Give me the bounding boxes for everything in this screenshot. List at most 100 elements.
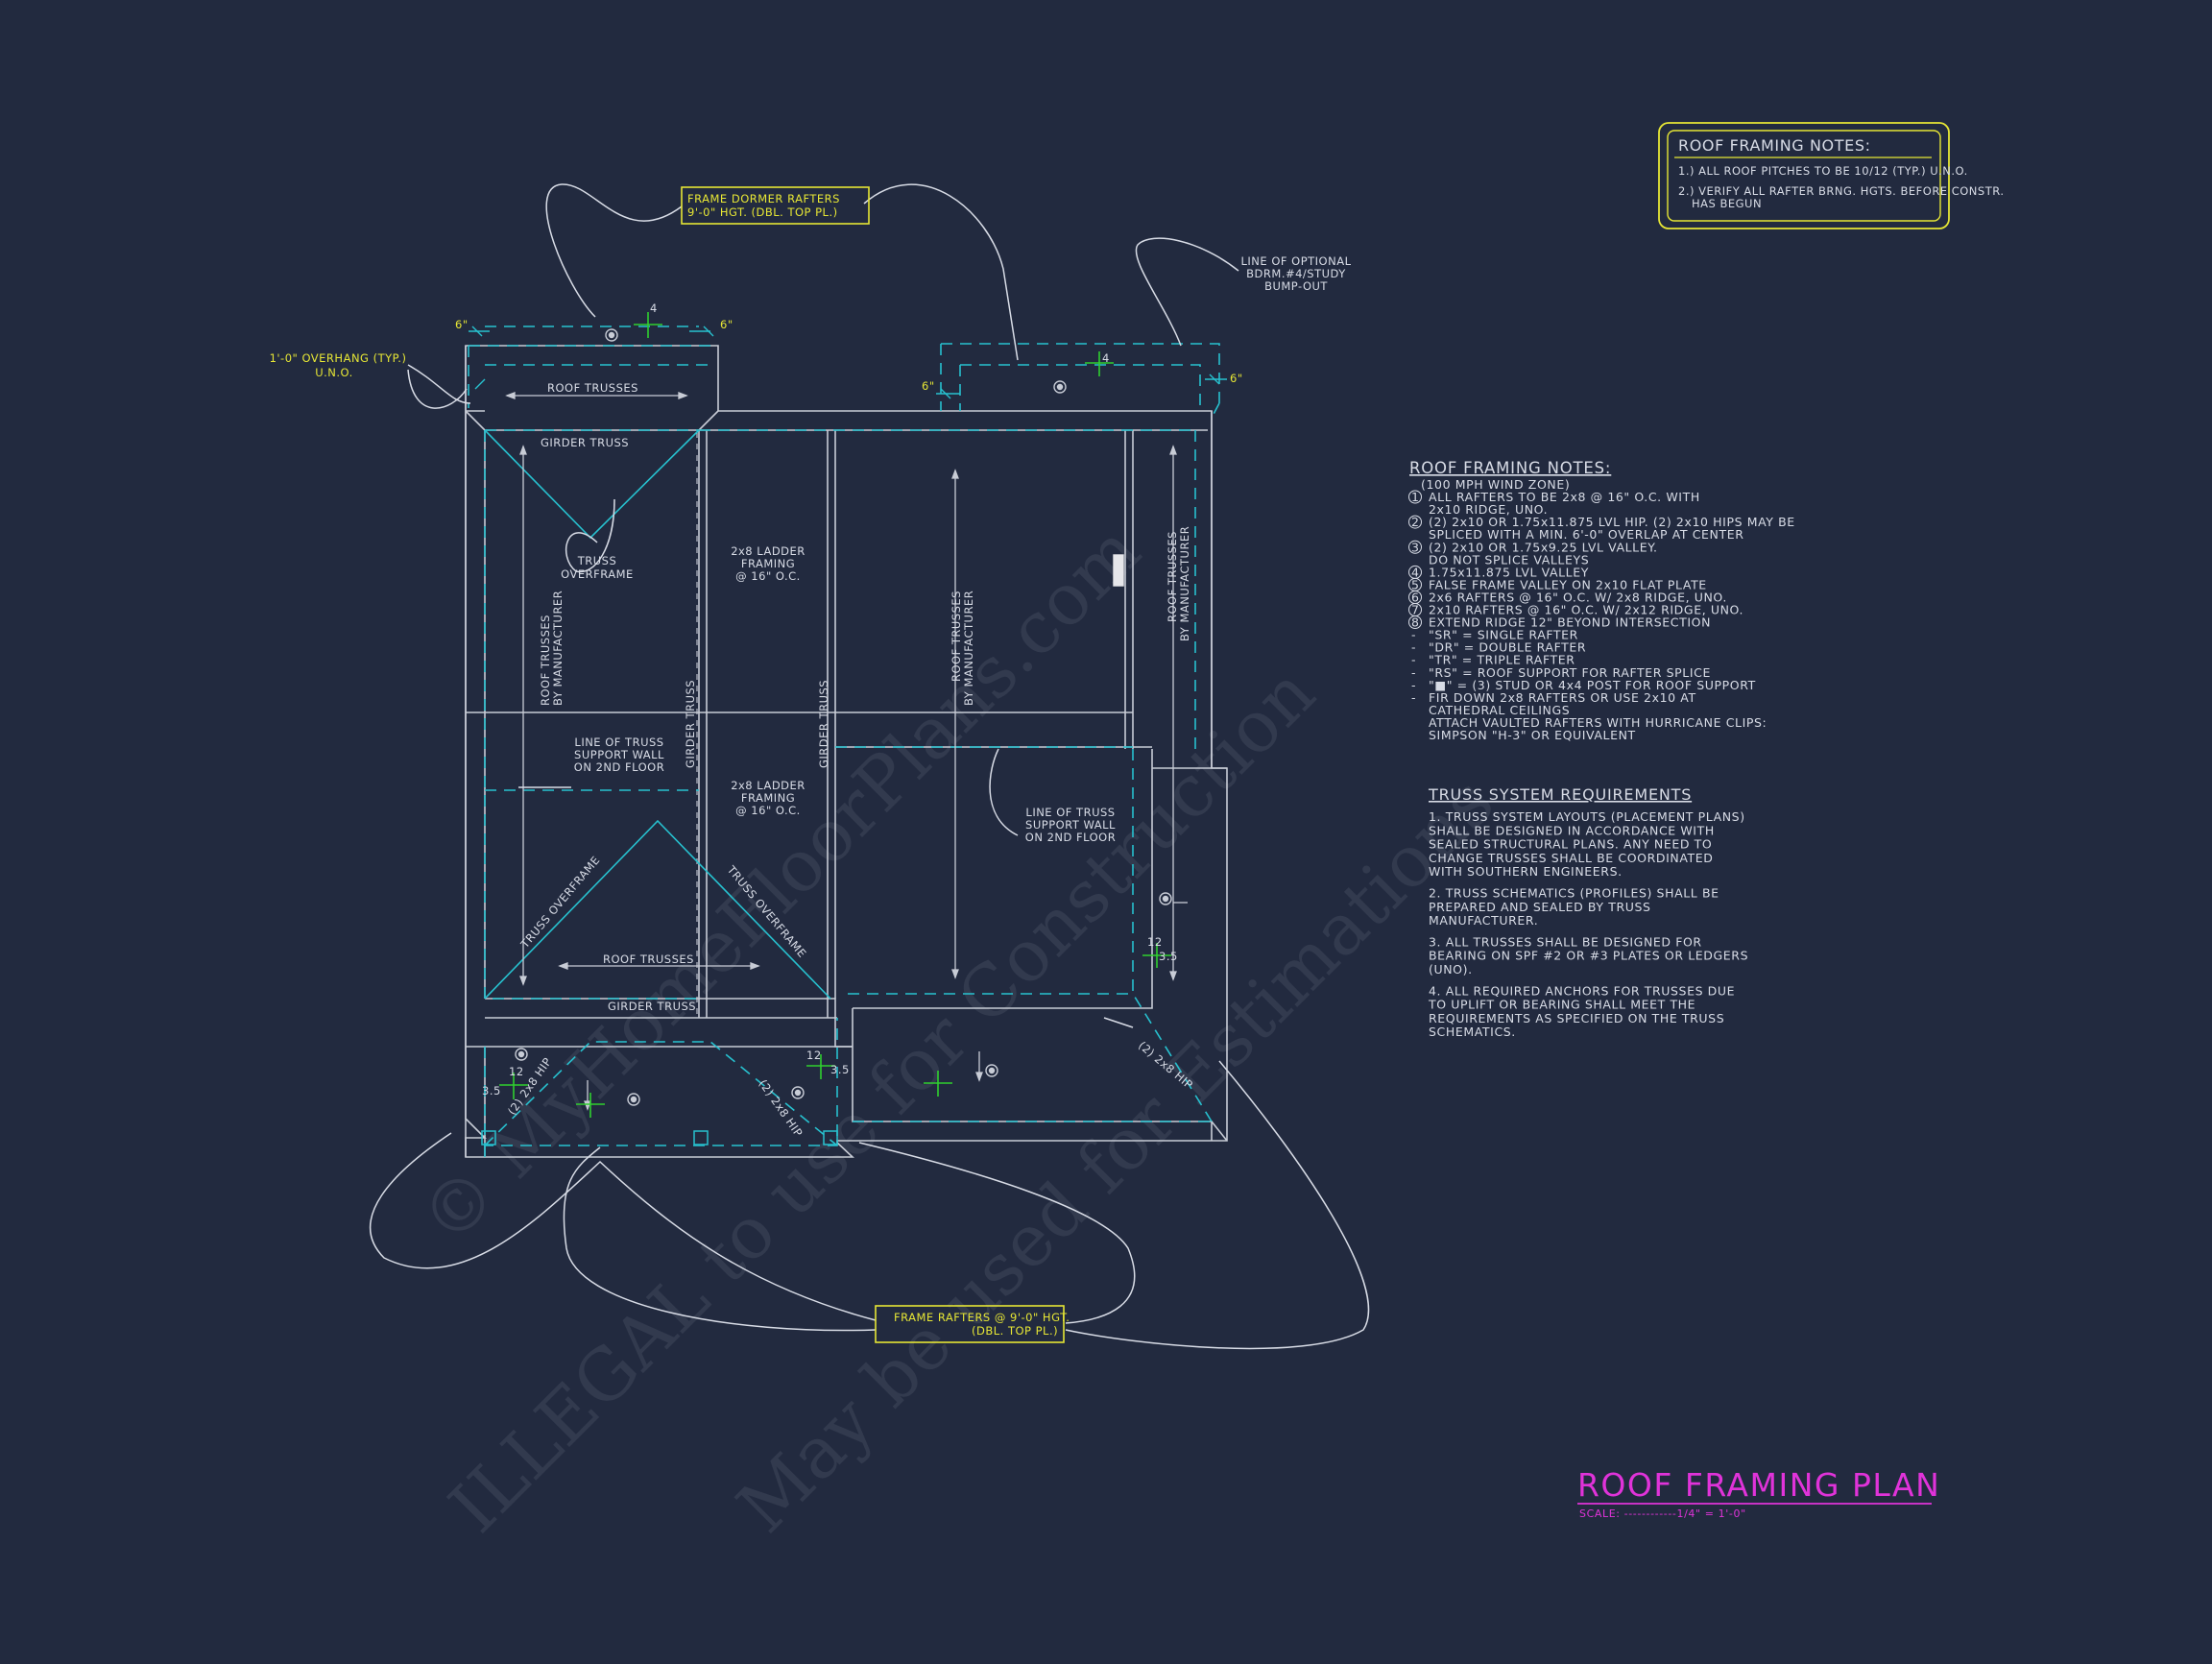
callout-dormer-line-2: 9'-0" HGT. (DBL. TOP PL.) (687, 205, 838, 219)
roof-note-marker: - (1411, 665, 1416, 680)
roof-note-marker: 3 (1411, 540, 1420, 554)
truss-req-line: 4. ALL REQUIRED ANCHORS FOR TRUSSES DUE (1429, 983, 1735, 998)
label-support-r1: LINE OF TRUSS (1025, 806, 1115, 819)
roof-note-line: (2) 2x10 OR 1.75x9.25 LVL VALLEY. (1429, 540, 1658, 554)
truss-requirements: TRUSS SYSTEM REQUIREMENTS 1. TRUSS SYSTE… (1428, 785, 1748, 1039)
truss-req-line: WITH SOUTHERN ENGINEERS. (1429, 864, 1623, 879)
truss-req-line: MANUFACTURER. (1429, 913, 1538, 928)
roof-note-line: "RS" = ROOF SUPPORT FOR RAFTER SPLICE (1429, 665, 1711, 680)
roof-note-marker: 8 (1411, 615, 1420, 630)
truss-req-line: 3. ALL TRUSSES SHALL BE DESIGNED FOR (1429, 934, 1702, 949)
roof-note-line: SPLICED WITH A MIN. 6'-0" OVERLAP AT CEN… (1429, 527, 1744, 542)
roof-note-line: ATTACH VAULTED RAFTERS WITH HURRICANE CL… (1429, 715, 1767, 730)
callout-optional-line-2: BDRM.#4/STUDY (1246, 267, 1346, 280)
label-roof-trusses-bottom: ROOF TRUSSES (603, 953, 694, 966)
roof-note-line: 2x10 RIDGE, UNO. (1429, 502, 1548, 517)
callout-optional-line-3: BUMP-OUT (1264, 279, 1328, 293)
pitch-symbols (499, 312, 1171, 1118)
notes-box-item-1: 1.) ALL ROOF PITCHES TO BE 10/12 (TYP.) … (1678, 164, 1968, 178)
roof-note-marker: 6 (1411, 591, 1420, 605)
roof-note-marker: - (1411, 678, 1416, 692)
roof-note-marker: - (1411, 628, 1416, 642)
pitch-label-35b: 3.5 (482, 1084, 501, 1097)
dim-6-b: 6" (720, 318, 733, 331)
callout-optional-bumpout: LINE OF OPTIONAL BDRM.#4/STUDY BUMP-OUT (1241, 254, 1352, 293)
label-ladder-b2: FRAMING (741, 791, 795, 805)
roof-note-line: 2x6 RAFTERS @ 16" O.C. W/ 2x8 RIDGE, UNO… (1429, 591, 1727, 605)
label-ladder-2: FRAMING (741, 557, 795, 570)
roof-framing-notes: ROOF FRAMING NOTES: (100 MPH WIND ZONE)A… (1408, 459, 1795, 742)
truss-req-line: TO UPLIFT OR BEARING SHALL MEET THE (1428, 998, 1695, 1012)
roof-note-line: 1.75x11.875 LVL VALLEY (1429, 565, 1589, 579)
callout-frame-line-1: FRAME RAFTERS @ 9'-0" HGT. (894, 1311, 1070, 1324)
label-support-2: SUPPORT WALL (574, 748, 664, 761)
roof-note-marker: 2 (1411, 515, 1420, 529)
label-support-r3: ON 2ND FLOOR (1025, 831, 1116, 844)
roof-note-line: "DR" = DOUBLE RAFTER (1429, 640, 1586, 655)
label-by-manufacturer-right: BY MANUFACTURER (1178, 526, 1191, 641)
roof-note-marker-circle (1408, 540, 1422, 554)
roof-note-marker: - (1411, 640, 1416, 655)
roof-note-marker: 5 (1411, 577, 1420, 591)
label-ladder-b1: 2x8 LADDER (731, 779, 805, 792)
bottom-hips (484, 1041, 838, 1146)
callout-dormer-line-1: FRAME DORMER RAFTERS (687, 192, 840, 205)
dim-6-a: 6" (455, 318, 469, 331)
roof-note-line: ALL RAFTERS TO BE 2x8 @ 16" O.C. WITH (1429, 490, 1700, 504)
roof-note-marker-circle (1408, 490, 1422, 504)
notes-box-item-3: HAS BEGUN (1692, 197, 1762, 210)
plan-title-block: ROOF FRAMING PLAN SCALE: ------------1/4… (1577, 1466, 1939, 1520)
pitch-label-35: 3.5 (1159, 950, 1178, 963)
truss-req-line: 2. TRUSS SCHEMATICS (PROFILES) SHALL BE (1429, 886, 1719, 901)
label-girder-truss-v2: GIRDER TRUSS (817, 680, 830, 768)
callout-dormer: FRAME DORMER RAFTERS 9'-0" HGT. (DBL. TO… (681, 186, 870, 225)
label-overframe-2: OVERFRAME (561, 567, 634, 581)
pitch-label-35c: 3.5 (830, 1063, 850, 1076)
label-roof-trusses-center: ROOF TRUSSES (950, 591, 963, 682)
roof-note-line: FIR DOWN 2x8 RAFTERS OR USE 2x10 AT (1429, 690, 1696, 705)
notes-box-item-2: 2.) VERIFY ALL RAFTER BRNG. HGTS. BEFORE… (1678, 184, 2004, 198)
label-by-manufacturer-left: BY MANUFACTURER (551, 591, 565, 706)
label-roof-trusses-left: ROOF TRUSSES (539, 615, 552, 706)
pitch-label-12: 12 (1147, 935, 1163, 949)
roof-note-line: CATHEDRAL CEILINGS (1429, 703, 1570, 717)
label-girder-truss-bottom: GIRDER TRUSS (608, 1000, 696, 1013)
truss-req-line: SEALED STRUCTURAL PLANS. ANY NEED TO (1429, 837, 1712, 852)
truss-req-line: 1. TRUSS SYSTEM LAYOUTS (PLACEMENT PLANS… (1429, 809, 1745, 824)
roof-note-line: DO NOT SPLICE VALLEYS (1429, 552, 1589, 567)
roof-note-line: (100 MPH WIND ZONE) (1421, 477, 1570, 492)
truss-req-line: SCHEMATICS. (1429, 1025, 1516, 1039)
support-posts (481, 1130, 838, 1146)
span-arrows (505, 392, 1188, 1111)
label-roof-trusses-right: ROOF TRUSSES (1166, 531, 1179, 622)
label-support-3: ON 2ND FLOOR (574, 760, 664, 774)
pitch-label-4b: 4 (1102, 351, 1110, 365)
callout-overhang: 1'-0" OVERHANG (TYP.) U.N.O. (270, 351, 407, 379)
roof-notes-list: (100 MPH WIND ZONE)ALL RAFTERS TO BE 2x8… (1421, 477, 1795, 742)
label-support-1: LINE OF TRUSS (574, 736, 663, 749)
label-roof-trusses-top: ROOF TRUSSES (547, 381, 638, 395)
truss-req-line: SHALL BE DESIGNED IN ACCORDANCE WITH (1429, 823, 1715, 837)
leader-curves (369, 183, 1370, 1350)
label-ladder-1: 2x8 LADDER (731, 544, 805, 558)
label-girder-truss-top: GIRDER TRUSS (541, 436, 629, 449)
truss-req-heading: TRUSS SYSTEM REQUIREMENTS (1428, 785, 1692, 804)
label-truss-overframe-left: TRUSS OVERFRAME (517, 854, 603, 952)
roof-note-line: (2) 2x10 OR 1.75x11.875 LVL HIP. (2) 2x1… (1429, 515, 1795, 529)
roof-note-marker: 4 (1411, 565, 1420, 579)
callout-overhang-line-1: 1'-0" OVERHANG (TYP.) (270, 351, 407, 365)
label-ladder-3: @ 16" O.C. (735, 569, 801, 583)
pitch-label-4: 4 (650, 301, 658, 315)
roof-note-line: "SR" = SINGLE RAFTER (1429, 628, 1578, 642)
notes-box: ROOF FRAMING NOTES: 1.) ALL ROOF PITCHES… (1658, 122, 2004, 229)
truss-req-line: BEARING ON SPF #2 OR #3 PLATES OR LEDGER… (1429, 949, 1748, 963)
callout-overhang-line-2: U.N.O. (315, 366, 353, 379)
label-support-r2: SUPPORT WALL (1025, 818, 1116, 832)
roof-note-marker-circle (1408, 615, 1422, 629)
roof-note-line: "■" = (3) STUD OR 4x4 POST FOR ROOF SUPP… (1429, 678, 1756, 692)
roof-note-marker: 7 (1411, 603, 1420, 617)
label-by-manufacturer-center: BY MANUFACTURER (962, 591, 975, 706)
